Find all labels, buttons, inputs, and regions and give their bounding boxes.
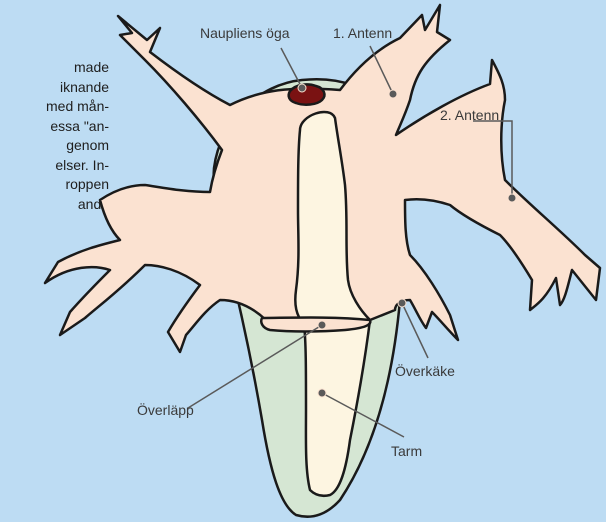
label-overkake: Överkäke xyxy=(395,362,455,379)
label-overlapp: Överläpp xyxy=(137,401,194,418)
marker-antenn1 xyxy=(389,90,397,98)
marker-eye xyxy=(298,84,306,92)
label-antenn1: 1. Antenn xyxy=(333,25,392,41)
label-tarm: Tarm xyxy=(391,443,422,459)
marker-overkake xyxy=(398,299,406,307)
marker-antenn2 xyxy=(508,194,516,202)
marker-tarm xyxy=(318,389,326,397)
label-naupliens-oga: Naupliens öga xyxy=(200,25,290,41)
marker-overlapp xyxy=(318,321,326,329)
label-antenn2: 2. Antenn xyxy=(440,107,499,123)
nauplius-eye xyxy=(289,84,325,104)
